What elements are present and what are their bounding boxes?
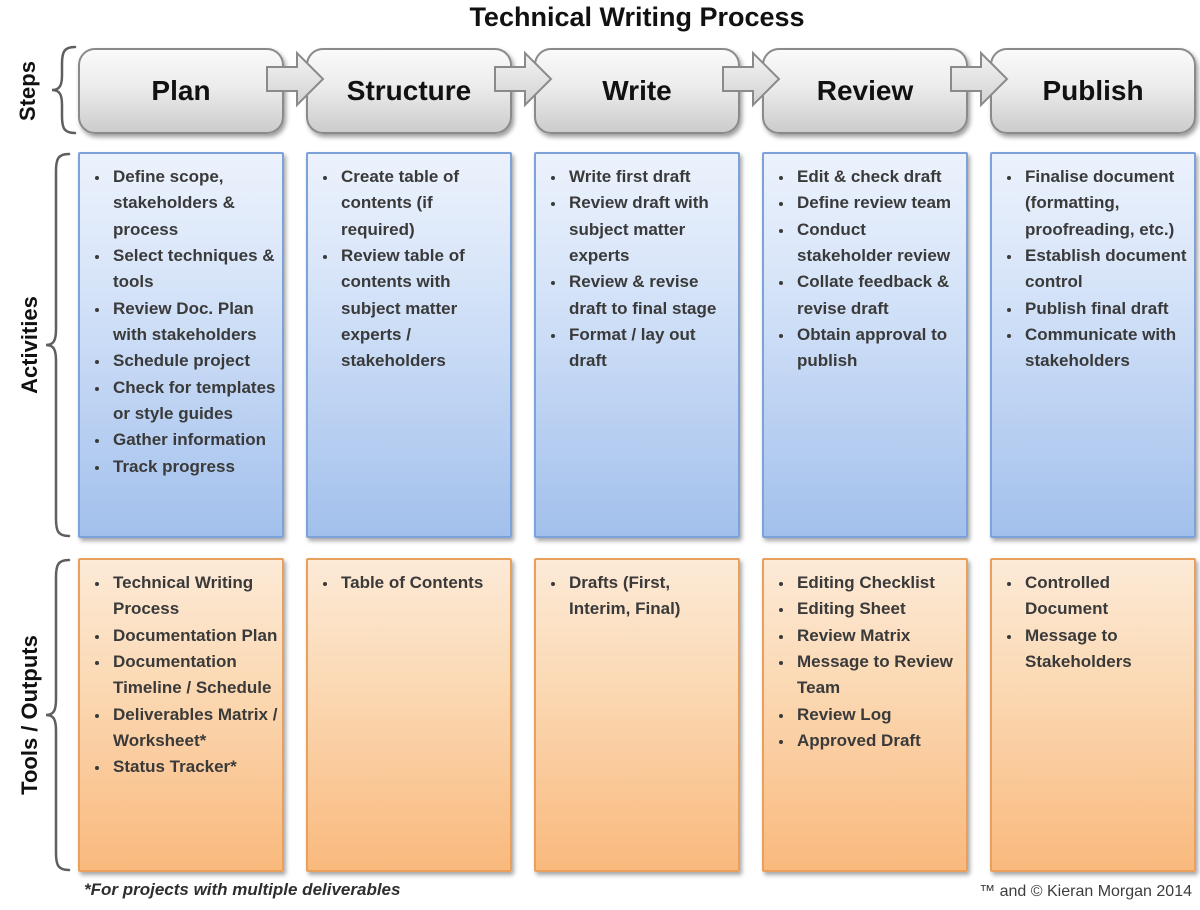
list-item: Editing Sheet bbox=[794, 596, 962, 622]
list-item: Track progress bbox=[110, 454, 278, 480]
list-item: Publish final draft bbox=[1022, 296, 1190, 322]
list-item: Message to Review Team bbox=[794, 649, 962, 702]
list-item: Documentation Plan bbox=[110, 623, 278, 649]
step-review: Review bbox=[762, 48, 968, 134]
list-item: Deliverables Matrix / Worksheet* bbox=[110, 702, 278, 755]
tools-write: Drafts (First, Interim, Final) bbox=[534, 558, 740, 872]
list-item: Define review team bbox=[794, 190, 962, 216]
list-item: Review Log bbox=[794, 702, 962, 728]
activities-publish: Finalise document (formatting, proofread… bbox=[990, 152, 1196, 538]
row-label-tools-outputs: Tools / Outputs bbox=[17, 635, 42, 795]
list-item: Controlled Document bbox=[1022, 570, 1190, 623]
list-item: Review Doc. Plan with stakeholders bbox=[110, 296, 278, 349]
list-item: Communicate with stakeholders bbox=[1022, 322, 1190, 375]
list-item: Edit & check draft bbox=[794, 164, 962, 190]
tools-brace bbox=[45, 558, 71, 872]
list-item: Select techniques & tools bbox=[110, 243, 278, 296]
steps-row: Plan Structure Write Review Publish bbox=[78, 48, 1196, 134]
step-publish: Publish bbox=[990, 48, 1196, 134]
diagram-title: Technical Writing Process bbox=[469, 2, 805, 32]
activities-review: Edit & check draftDefine review teamCond… bbox=[762, 152, 968, 538]
list-item: Drafts (First, Interim, Final) bbox=[566, 570, 734, 623]
list-item: Review & revise draft to final stage bbox=[566, 269, 734, 322]
tools-outputs-row: Technical Writing ProcessDocumentation P… bbox=[78, 558, 1196, 872]
list-item: Table of Contents bbox=[338, 570, 506, 596]
list-item: Format / lay out draft bbox=[566, 322, 734, 375]
activities-plan: Define scope, stakeholders & processSele… bbox=[78, 152, 284, 538]
list-item: Documentation Timeline / Schedule bbox=[110, 649, 278, 702]
list-item: Technical Writing Process bbox=[110, 570, 278, 623]
list-item: Finalise document (formatting, proofread… bbox=[1022, 164, 1190, 243]
activities-write: Write first draftReview draft with subje… bbox=[534, 152, 740, 538]
activities-brace bbox=[45, 152, 71, 538]
tools-review: Editing ChecklistEditing SheetReview Mat… bbox=[762, 558, 968, 872]
activities-row: Define scope, stakeholders & processSele… bbox=[78, 152, 1196, 538]
tools-structure: Table of Contents bbox=[306, 558, 512, 872]
list-item: Status Tracker* bbox=[110, 754, 278, 780]
step-structure: Structure bbox=[306, 48, 512, 134]
step-write: Write bbox=[534, 48, 740, 134]
activities-structure: Create table of contents (if required)Re… bbox=[306, 152, 512, 538]
step-plan: Plan bbox=[78, 48, 284, 134]
tools-publish: Controlled DocumentMessage to Stakeholde… bbox=[990, 558, 1196, 872]
row-label-steps: Steps bbox=[15, 61, 40, 121]
row-label-activities: Activities bbox=[17, 296, 42, 394]
list-item: Approved Draft bbox=[794, 728, 962, 754]
list-item: Message to Stakeholders bbox=[1022, 623, 1190, 676]
list-item: Review table of contents with subject ma… bbox=[338, 243, 506, 375]
list-item: Schedule project bbox=[110, 348, 278, 374]
copyright-notice: ™ and © Kieran Morgan 2014 bbox=[979, 883, 1192, 900]
list-item: Review draft with subject matter experts bbox=[566, 190, 734, 269]
footnote: *For projects with multiple deliverables bbox=[84, 880, 401, 899]
list-item: Gather information bbox=[110, 427, 278, 453]
list-item: Check for templates or style guides bbox=[110, 375, 278, 428]
steps-brace bbox=[51, 45, 77, 135]
list-item: Define scope, stakeholders & process bbox=[110, 164, 278, 243]
list-item: Conduct stakeholder review bbox=[794, 217, 962, 270]
list-item: Establish document control bbox=[1022, 243, 1190, 296]
list-item: Write first draft bbox=[566, 164, 734, 190]
list-item: Collate feedback & revise draft bbox=[794, 269, 962, 322]
tools-plan: Technical Writing ProcessDocumentation P… bbox=[78, 558, 284, 872]
list-item: Obtain approval to publish bbox=[794, 322, 962, 375]
list-item: Review Matrix bbox=[794, 623, 962, 649]
list-item: Create table of contents (if required) bbox=[338, 164, 506, 243]
list-item: Editing Checklist bbox=[794, 570, 962, 596]
